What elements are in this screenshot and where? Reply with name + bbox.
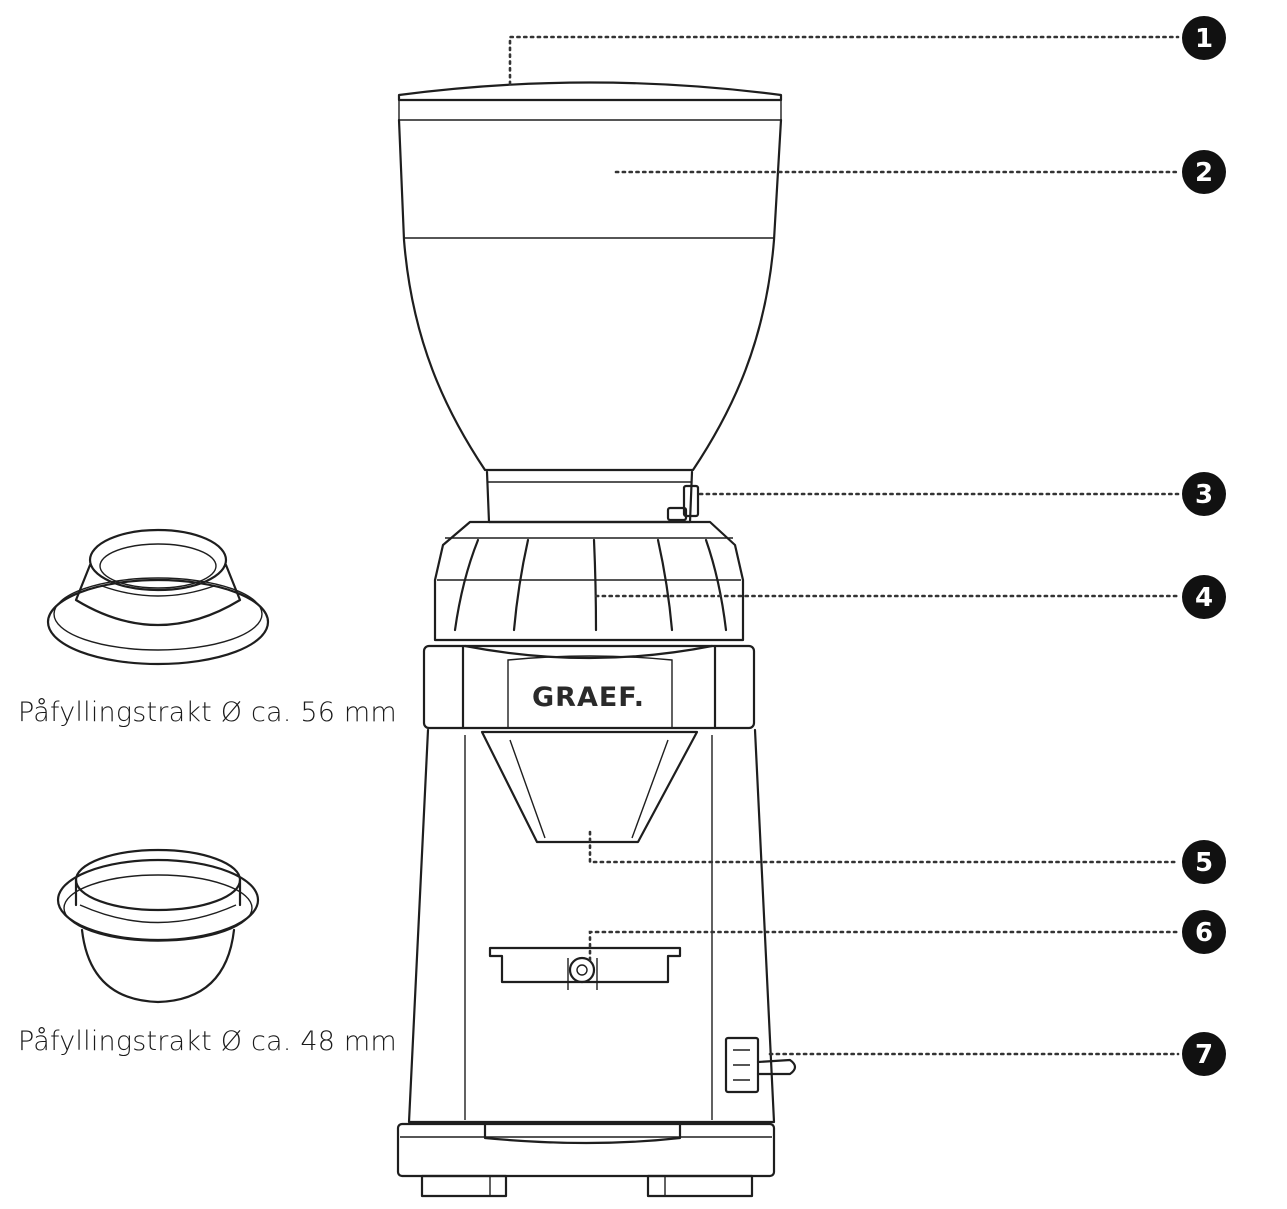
funnel-48mm-illustration <box>56 848 260 1004</box>
funnel-56mm-caption: Påfyllingstrakt Ø ca. 56 mm <box>18 697 397 728</box>
hopper-lid <box>397 81 783 121</box>
callout-badge-7: 7 <box>1182 1032 1226 1076</box>
power-switch <box>724 1036 797 1094</box>
callout-number-5: 5 <box>1195 848 1213 878</box>
base-and-drip-tray <box>396 1122 776 1198</box>
leader-line-1 <box>508 35 1180 86</box>
callout-number-3: 3 <box>1195 480 1213 510</box>
callout-badge-3: 3 <box>1182 472 1226 516</box>
bean-hopper <box>397 118 783 472</box>
main-body <box>407 728 776 1124</box>
callout-number-6: 6 <box>1195 918 1213 948</box>
callout-badge-2: 2 <box>1182 150 1226 194</box>
leader-lines <box>508 35 1180 1056</box>
callout-badge-5: 5 <box>1182 840 1226 884</box>
hopper-lock-lever <box>666 484 700 522</box>
grind-adjustment-ring <box>433 520 745 642</box>
funnel-48mm-caption: Påfyllingstrakt Ø ca. 48 mm <box>18 1026 397 1057</box>
leader-line-6 <box>588 930 1180 962</box>
callout-number-7: 7 <box>1195 1040 1213 1070</box>
portafilter-holder <box>488 946 682 990</box>
callout-badge-4: 4 <box>1182 575 1226 619</box>
ground-coffee-spout <box>480 730 699 844</box>
callout-badge-6: 6 <box>1182 910 1226 954</box>
leader-line-5 <box>588 830 1180 864</box>
upper-body: GRAEF. <box>422 644 756 730</box>
callout-number-1: 1 <box>1195 24 1213 54</box>
callout-number-2: 2 <box>1195 158 1213 188</box>
callout-badge-1: 1 <box>1182 16 1226 60</box>
callout-number-4: 4 <box>1195 583 1213 613</box>
brand-logo: GRAEF. <box>532 682 645 713</box>
hopper-collar <box>485 470 694 524</box>
funnel-56mm-illustration <box>46 528 270 666</box>
